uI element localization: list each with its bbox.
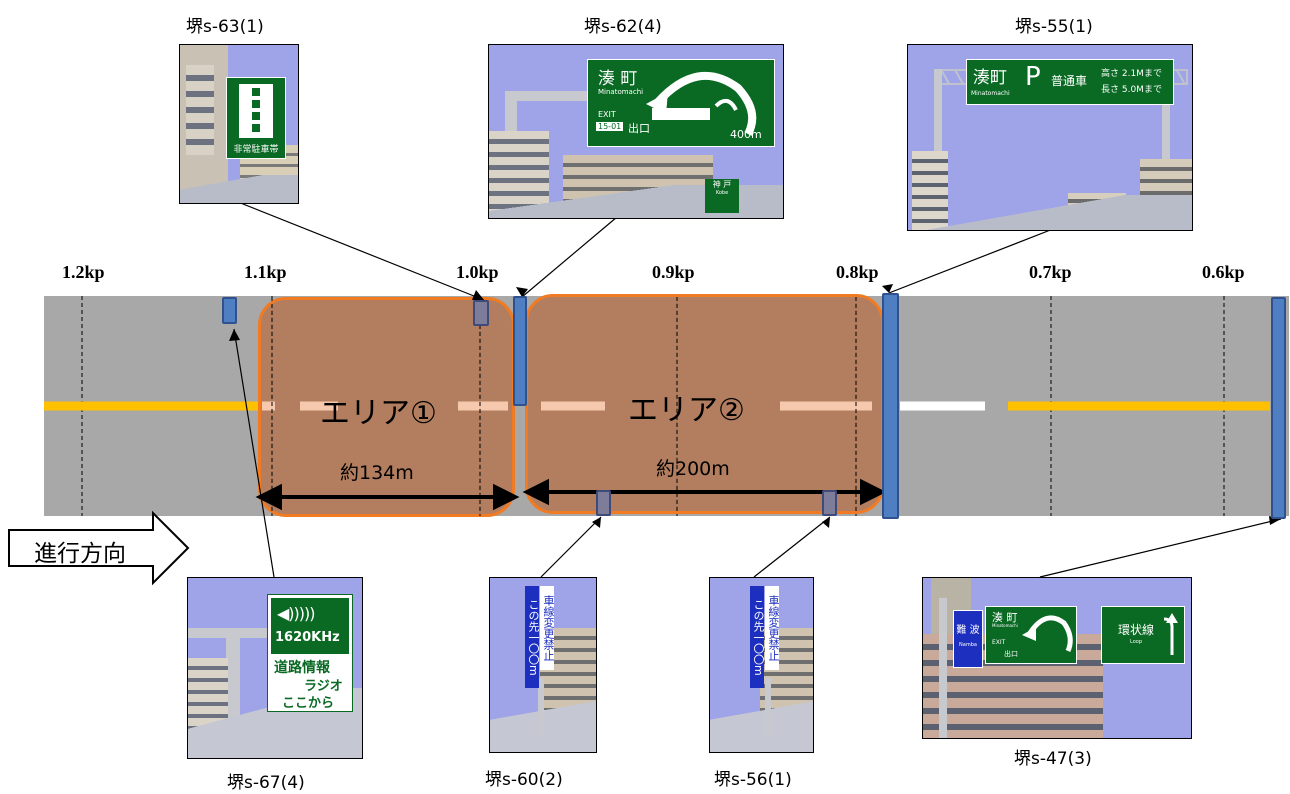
kp-label-1.2: 1.2kp bbox=[62, 262, 105, 282]
caption-s60: 堺s-60(2) bbox=[485, 770, 563, 790]
gantry-s55[interactable] bbox=[882, 293, 899, 519]
distance-arrows bbox=[255, 478, 887, 511]
sign-pole bbox=[538, 678, 544, 738]
photo-s60[interactable]: この先一〇〇m 車線変更禁止 bbox=[489, 577, 597, 753]
kp-label-0.6: 0.6kp bbox=[1202, 262, 1245, 282]
caption-s56: 堺s-56(1) bbox=[714, 770, 792, 790]
photo-s63[interactable]: 非常駐車帯 bbox=[179, 44, 299, 204]
exit-sign-exit: EXIT bbox=[598, 110, 616, 119]
building-windows bbox=[186, 65, 214, 155]
photo-s62[interactable]: 湊 町 Minatomachi EXIT 15-01 出口 400m 神 戸 K… bbox=[488, 44, 784, 219]
photo-s47[interactable]: 難 波 Namba 湊 町 Minatomachi EXIT 出口 環状線 Lo… bbox=[922, 577, 1192, 739]
minatomachi-sign-title: 湊 町 bbox=[992, 611, 1018, 624]
kobe-sign-text: 神 戸 bbox=[712, 180, 732, 189]
namba-sign-text: 難 波 bbox=[956, 625, 980, 636]
sound-wall bbox=[908, 195, 1192, 230]
exit-sign-distance: 400m bbox=[730, 128, 762, 141]
gantry-pole-right bbox=[1162, 69, 1170, 230]
namba-sign: 難 波 Namba bbox=[953, 610, 983, 668]
kp-label-1.1: 1.1kp bbox=[244, 262, 287, 282]
leader-lines bbox=[233, 201, 1282, 578]
photo-s67[interactable]: ◀︎))))) 1620KHz 道路情報 ラジオ ここから bbox=[187, 577, 363, 759]
height-limit-sign: 湊町 Minatomachi P 普通車 高さ 2.1Mまで 長さ 5.0Mまで bbox=[966, 59, 1174, 105]
loop-sign-text: 環状線 bbox=[1118, 623, 1155, 637]
loop-sign-roman: Loop bbox=[1130, 639, 1142, 645]
height-sign-height: 高さ 2.1Mまで bbox=[1101, 69, 1162, 79]
kp-label-0.9: 0.9kp bbox=[652, 262, 695, 282]
minatomachi-sign-roman: Minatomachi bbox=[992, 623, 1018, 628]
sound-wall bbox=[180, 175, 298, 203]
exit-sign-title: 湊 町 bbox=[598, 69, 638, 89]
radio-sign-top: ◀︎))))) 1620KHz bbox=[271, 598, 349, 654]
radio-sign-frequency: 1620KHz bbox=[275, 630, 340, 645]
loop-sign: 環状線 Loop bbox=[1101, 606, 1185, 664]
caption-s67: 堺s-67(4) bbox=[227, 773, 305, 793]
curve-arrow-icon bbox=[646, 71, 757, 136]
height-sign-roman: Minatomachi bbox=[971, 90, 1010, 97]
pole-arm bbox=[188, 628, 268, 638]
height-sign-vehicle: 普通車 bbox=[1051, 74, 1088, 88]
exit-sign-label: 出口 bbox=[628, 122, 650, 135]
sign-marker-s63[interactable] bbox=[473, 300, 489, 326]
exit-sign: 湊 町 Minatomachi EXIT 15-01 出口 400m bbox=[587, 59, 775, 147]
gantry-pole-left bbox=[934, 69, 942, 230]
area-2-label: エリア② bbox=[628, 393, 745, 428]
photo-s55[interactable]: 湊町 Minatomachi P 普通車 高さ 2.1Mまで 長さ 5.0Mまで bbox=[907, 44, 1193, 231]
lane-change-sign-right: 車線変更禁止 bbox=[540, 586, 555, 670]
kp-label-0.8: 0.8kp bbox=[836, 262, 879, 282]
radio-sign: ◀︎))))) 1620KHz 道路情報 ラジオ ここから bbox=[267, 594, 353, 712]
kobe-sign-roman: Kobe bbox=[715, 190, 729, 196]
sign-pole bbox=[765, 678, 771, 738]
caption-s47: 堺s-47(3) bbox=[1014, 749, 1092, 769]
turn-arrow-icon bbox=[1163, 613, 1178, 655]
pole bbox=[939, 598, 947, 738]
caption-s63: 堺s-63(1) bbox=[186, 17, 264, 37]
lane-change-sign-left: この先一〇〇m bbox=[750, 586, 765, 688]
emergency-sign: 非常駐車帯 bbox=[226, 77, 286, 159]
lane-pictogram bbox=[239, 84, 273, 138]
gantry-s62[interactable] bbox=[513, 296, 527, 406]
sign-marker-s67[interactable] bbox=[222, 297, 237, 324]
area-2-distance: 約200m bbox=[656, 458, 730, 480]
gantry-s47[interactable] bbox=[1271, 297, 1286, 519]
radio-sign-line3: ここから bbox=[282, 696, 335, 711]
kobe-sign: 神 戸 Kobe bbox=[705, 179, 739, 213]
area-1-distance: 約134m bbox=[340, 462, 414, 484]
photo-s56[interactable]: この先一〇〇m 車線変更禁止 bbox=[709, 577, 814, 753]
height-sign-length: 長さ 5.0Mまで bbox=[1101, 85, 1162, 95]
caption-s62: 堺s-62(4) bbox=[584, 17, 662, 37]
height-sign-p: P bbox=[1025, 62, 1041, 92]
direction-label: 進行方向 bbox=[34, 541, 126, 567]
minatomachi-sign-exit: EXIT bbox=[992, 639, 1006, 646]
radio-wave-icon: ◀︎))))) bbox=[277, 604, 316, 623]
kp-label-1.0: 1.0kp bbox=[456, 262, 499, 282]
exit-sign-number: 15-01 bbox=[596, 122, 624, 131]
namba-sign-roman: Namba bbox=[959, 642, 977, 648]
gantry-beam bbox=[505, 91, 605, 101]
area-1-label: エリア① bbox=[320, 396, 437, 431]
parking-icons bbox=[652, 108, 710, 120]
exit-sign-roman: Minatomachi bbox=[598, 88, 644, 96]
height-sign-title: 湊町 bbox=[973, 68, 1007, 88]
radio-sign-line2: ラジオ bbox=[304, 679, 343, 694]
sound-wall bbox=[710, 698, 813, 752]
emergency-sign-text: 非常駐車帯 bbox=[233, 145, 279, 155]
minatomachi-sign-exit-label: 出口 bbox=[1004, 650, 1018, 658]
curve-arrow-icon bbox=[1022, 615, 1073, 652]
sign-marker-s56[interactable] bbox=[822, 490, 837, 516]
minatomachi-sign: 湊 町 Minatomachi EXIT 出口 bbox=[985, 606, 1077, 664]
radio-sign-line1: 道路情報 bbox=[274, 660, 330, 676]
caption-s55: 堺s-55(1) bbox=[1015, 17, 1093, 37]
lane-change-sign-right: 車線変更禁止 bbox=[765, 586, 780, 670]
kp-label-0.7: 0.7kp bbox=[1029, 262, 1072, 282]
lane-change-sign-left: この先一〇〇m bbox=[525, 586, 540, 688]
sign-marker-s60[interactable] bbox=[596, 490, 611, 516]
